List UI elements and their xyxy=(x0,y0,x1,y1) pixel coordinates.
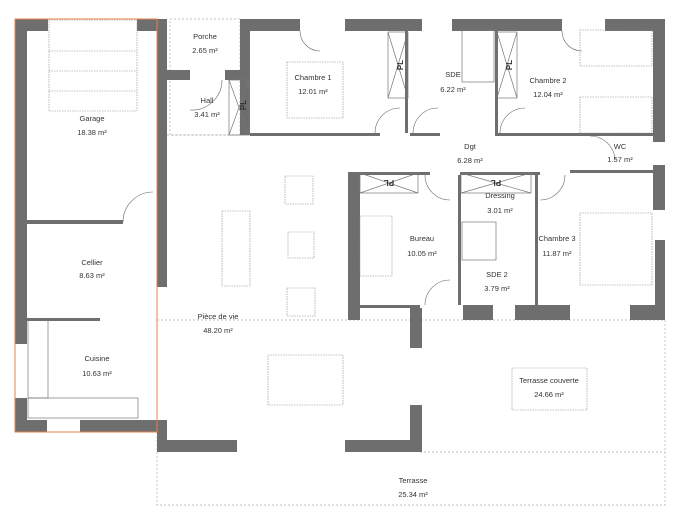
room-name: Cuisine xyxy=(84,354,109,363)
room-name: Chambre 2 xyxy=(529,76,566,85)
room-area: 6.22 m² xyxy=(440,85,466,94)
room-area: 18.38 m² xyxy=(77,128,107,137)
closet-labels: PL PL PL PL PL xyxy=(239,60,514,187)
room-area: 12.04 m² xyxy=(533,90,563,99)
closets xyxy=(228,31,532,194)
room-name: Pièce de vie xyxy=(198,312,239,321)
room-area: 10.63 m² xyxy=(82,369,112,378)
room-dressing: Dressing 3.01 m² xyxy=(485,191,515,215)
room-sde: SDE 6.22 m² xyxy=(440,70,466,94)
doors xyxy=(122,30,616,306)
closet-label: PL xyxy=(384,178,394,187)
room-name: Porche xyxy=(193,32,217,41)
room-area: 2.65 m² xyxy=(192,46,218,55)
room-chambre-2: Chambre 2 12.04 m² xyxy=(529,76,566,99)
room-terrasse: Terrasse 25.34 m² xyxy=(398,476,428,499)
room-name: Bureau xyxy=(410,234,434,243)
room-name: Terrasse xyxy=(399,476,428,485)
room-terrasse-couverte: Terrasse couverte 24.66 m² xyxy=(519,376,579,399)
room-name: SDE 2 xyxy=(486,270,508,279)
room-area: 3.01 m² xyxy=(487,206,513,215)
room-garage: Garage 18.38 m² xyxy=(77,114,107,137)
room-hall: Hall 3.41 m² xyxy=(194,96,220,119)
room-area: 11.87 m² xyxy=(542,249,572,258)
room-cellier: Cellier 8.63 m² xyxy=(79,258,105,280)
closet-label: PL xyxy=(505,60,514,70)
walls xyxy=(15,19,665,452)
room-name: Hall xyxy=(201,96,214,105)
room-area: 24.66 m² xyxy=(534,390,564,399)
room-name: Chambre 1 xyxy=(294,73,331,82)
room-labels: Porche 2.65 m² Hall 3.41 m² Garage 18.38 m²… xyxy=(77,32,633,499)
room-name: Chambre 3 xyxy=(538,234,575,243)
furniture xyxy=(27,19,653,419)
room-wc: WC 1.57 m² xyxy=(607,142,633,164)
room-name: Cellier xyxy=(81,258,103,267)
closet-label: PL xyxy=(396,60,405,70)
room-name: Garage xyxy=(79,114,104,123)
room-name: SDE xyxy=(445,70,460,79)
room-area: 3.79 m² xyxy=(484,284,510,293)
room-name: WC xyxy=(614,142,627,151)
room-bureau: Bureau 10.05 m² xyxy=(407,234,437,258)
room-chambre-1: Chambre 1 12.01 m² xyxy=(294,73,331,96)
room-sde-2: SDE 2 3.79 m² xyxy=(484,270,510,293)
room-name: Dgt xyxy=(464,142,477,151)
room-area: 12.01 m² xyxy=(298,87,328,96)
room-area: 8.63 m² xyxy=(79,271,105,280)
room-area: 48.20 m² xyxy=(203,326,233,335)
room-name: Terrasse couverte xyxy=(519,376,579,385)
room-cuisine: Cuisine 10.63 m² xyxy=(82,354,112,378)
garage-outline xyxy=(14,18,158,433)
room-area: 6.28 m² xyxy=(457,156,483,165)
room-area: 25.34 m² xyxy=(398,490,428,499)
room-area: 1.57 m² xyxy=(607,155,633,164)
room-area: 10.05 m² xyxy=(407,249,437,258)
room-piece-de-vie: Pièce de vie 48.20 m² xyxy=(198,312,239,335)
closet-label: PL xyxy=(491,178,501,187)
room-porche: Porche 2.65 m² xyxy=(192,32,218,55)
room-area: 3.41 m² xyxy=(194,110,220,119)
room-chambre-3: Chambre 3 11.87 m² xyxy=(538,234,575,258)
room-dgt: Dgt 6.28 m² xyxy=(457,142,483,165)
room-name: Dressing xyxy=(485,191,515,200)
closet-label: PL xyxy=(239,100,248,110)
